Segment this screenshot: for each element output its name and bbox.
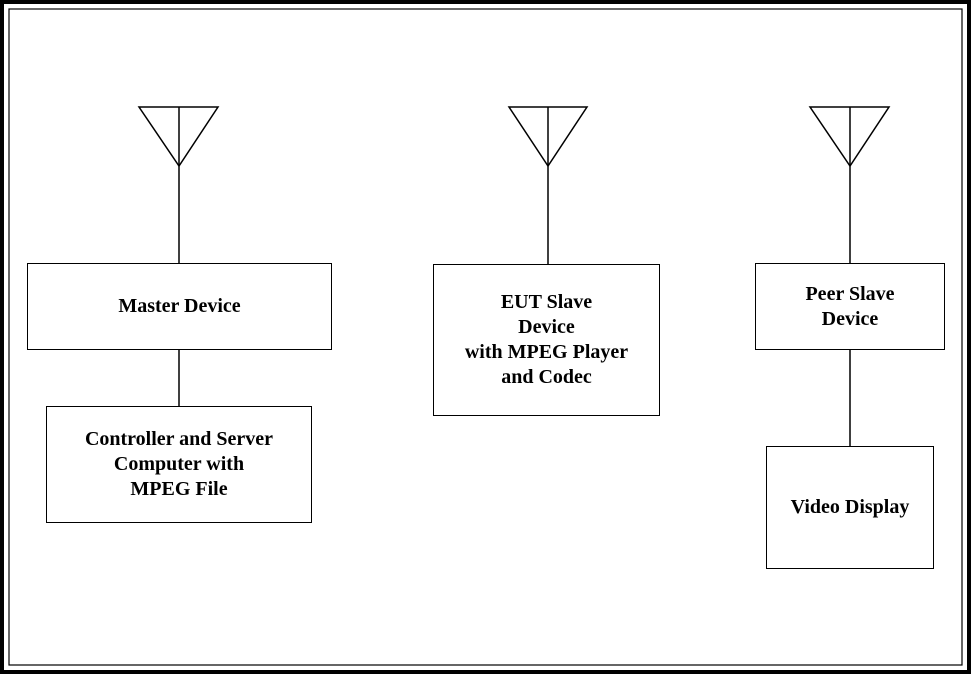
video-display-box: Video Display xyxy=(766,446,934,569)
eut-slave-device-box: EUT Slave Device with MPEG Player and Co… xyxy=(433,264,660,416)
antenna-icon xyxy=(137,106,220,263)
peer-slave-device-label: Peer Slave Device xyxy=(805,282,895,330)
eut-slave-device-label: EUT Slave Device with MPEG Player and Co… xyxy=(464,291,629,388)
peer-slave-device-box: Peer Slave Device xyxy=(755,263,945,350)
controller-server-box: Controller and Server Computer with MPEG… xyxy=(46,406,312,523)
master-device-label: Master Device xyxy=(118,295,241,317)
video-display-label: Video Display xyxy=(790,496,910,518)
antenna-icon xyxy=(808,106,891,263)
inner-frame xyxy=(8,8,963,666)
controller-server-label: Controller and Server Computer with MPEG… xyxy=(84,428,274,500)
master-device-box: Master Device xyxy=(27,263,332,350)
antenna-icon xyxy=(507,106,589,264)
